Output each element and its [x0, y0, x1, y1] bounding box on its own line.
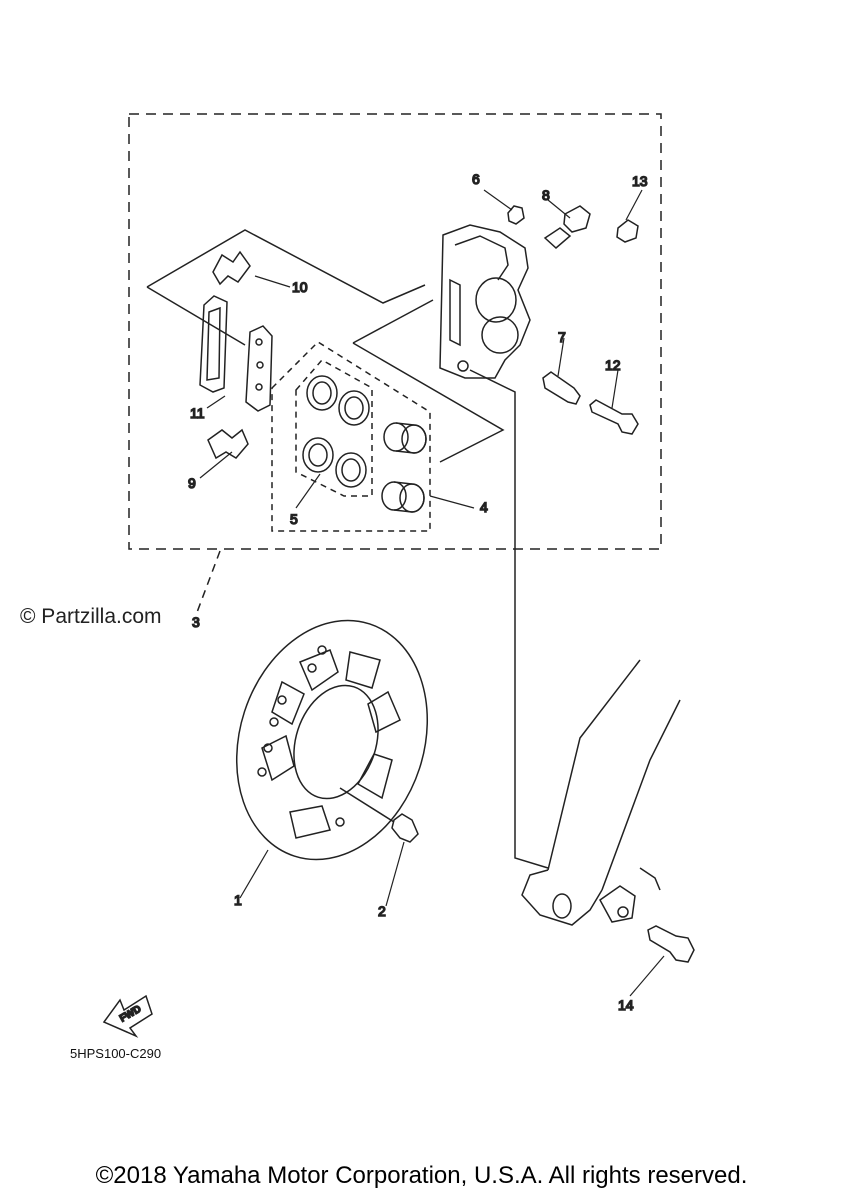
- brake-pads: [199, 295, 273, 412]
- callout-7: 7: [558, 329, 566, 345]
- callout-12: 12: [605, 357, 621, 373]
- callout-9: 9: [188, 475, 196, 491]
- piston-kit-boundary: [271, 341, 431, 532]
- seal-kit-boundary: [295, 359, 373, 497]
- front-fork: [521, 659, 681, 926]
- pin-7: [542, 371, 581, 405]
- pistons: [381, 422, 427, 513]
- callout-8: 8: [542, 187, 550, 203]
- caliper-body: [439, 224, 531, 379]
- callout-2: 2: [378, 903, 386, 919]
- bleed-screw-8: [543, 205, 591, 250]
- diagram-code: 5HPS100-C290: [70, 1046, 162, 1061]
- piston-guide-line: [352, 299, 434, 344]
- pad-guide-line-2: [146, 286, 246, 346]
- mount-guide-line: [469, 369, 549, 869]
- pad-guide-line: [146, 229, 426, 304]
- bleed-screw-6: [507, 205, 525, 225]
- callout-6: 6: [472, 171, 480, 187]
- pad-spring: [212, 250, 251, 286]
- caliper-assembly-boundary: [128, 113, 662, 550]
- brake-disc: [235, 619, 429, 861]
- callout-13: 13: [632, 173, 648, 189]
- piston-guide-line-2: [352, 342, 505, 463]
- callout-1: 1: [234, 892, 242, 908]
- fwd-arrow-icon: FWD: [102, 994, 153, 1038]
- callout-5: 5: [290, 511, 298, 527]
- pad-clip: [207, 428, 249, 460]
- cap-13: [616, 219, 639, 243]
- callout-10: 10: [292, 279, 308, 295]
- bolt-12: [589, 399, 639, 435]
- disc-bolt-guide: [339, 787, 395, 823]
- callout-4: 4: [480, 499, 488, 515]
- watermark: © Partzilla.com: [20, 605, 162, 628]
- leader-3: [195, 550, 221, 616]
- copyright-notice: ©2018 Yamaha Motor Corporation, U.S.A. A…: [95, 1162, 748, 1189]
- mount-bolt: [647, 925, 695, 963]
- piston-seals: [302, 375, 370, 488]
- callout-11: 11: [190, 405, 205, 421]
- callout-3: 3: [192, 614, 200, 630]
- leader-lines: [199, 189, 665, 997]
- disc-bolt: [391, 813, 419, 843]
- callout-14: 14: [618, 997, 634, 1013]
